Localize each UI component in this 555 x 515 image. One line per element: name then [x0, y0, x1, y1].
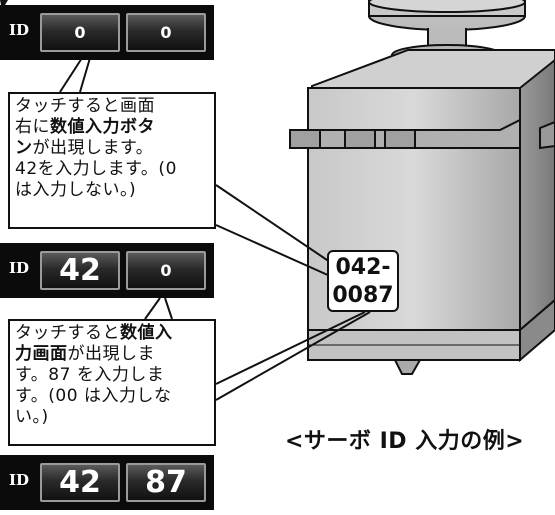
callout-line: 右に数値入力ボタ — [15, 117, 209, 138]
id-label: ID — [9, 471, 30, 489]
id-panel-step2: ID 42 87 — [0, 455, 214, 510]
figure-caption: <サーボ ID 入力の例> — [285, 429, 525, 454]
callout-line: 42を入力します。(0 — [15, 159, 177, 179]
callout-bold-text: ン — [15, 138, 33, 158]
callout-line: タッチすると数値入 — [15, 323, 209, 344]
callout-line: 力画面が出現しま — [15, 344, 209, 365]
callout-line: い。) — [15, 407, 49, 427]
id-upper-button[interactable]: 42 — [40, 251, 120, 290]
callout-text: タッチすると — [15, 323, 120, 343]
id-label: ID — [9, 21, 30, 39]
callout-text: が出現します。 — [32, 138, 154, 158]
callout-bold-text: 数値入 — [120, 323, 173, 343]
servo-id-line2: 0087 — [332, 283, 394, 308]
servo-id-label: 042- 0087 — [327, 250, 399, 312]
id-panel-step1: ID 42 0 — [0, 243, 214, 298]
callout-text: 右に — [15, 117, 50, 137]
callout-line: は入力しない。) — [15, 180, 137, 200]
callout-step1: タッチすると画面 右に数値入力ボタ ンが出現します。 42を入力します。(0 は… — [8, 92, 216, 229]
id-upper-button[interactable]: 0 — [40, 13, 120, 52]
callout-bold-text: 力画面 — [15, 344, 68, 364]
id-upper-button[interactable]: 42 — [40, 463, 120, 502]
callout-line: ンが出現します。 — [15, 138, 209, 159]
servo-id-line1: 042- — [335, 255, 391, 280]
id-panel-initial: ID 0 0 — [0, 5, 214, 60]
id-lower-button[interactable]: 0 — [126, 251, 206, 290]
callout-line: タッチすると画面 — [15, 96, 155, 116]
callout-line: す。(00 は入力しな — [15, 386, 172, 406]
callout-step2: タッチすると数値入 力画面が出現しま す。87 を入力しま す。(00 は入力し… — [8, 319, 216, 446]
id-label: ID — [9, 259, 30, 277]
callout-line: す。87 を入力しま — [15, 365, 165, 385]
callout-bold-text: 数値入力ボタ — [50, 117, 155, 137]
callout-text: が出現しま — [67, 344, 155, 364]
id-lower-button[interactable]: 0 — [126, 13, 206, 52]
id-lower-button[interactable]: 87 — [126, 463, 206, 502]
